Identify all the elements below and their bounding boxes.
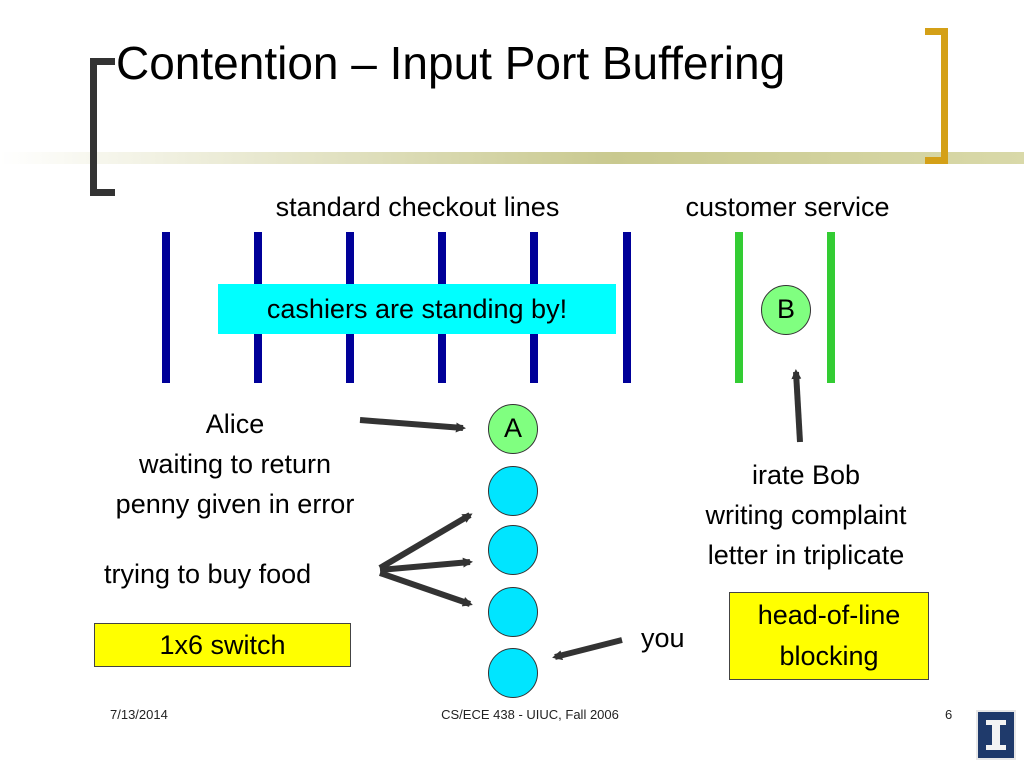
header-customer-service: customer service — [685, 192, 890, 222]
right-bracket-decoration — [925, 28, 948, 164]
queue-circle-1 — [488, 466, 538, 516]
queue-circle-4 — [488, 648, 538, 698]
footer-date: 7/13/2014 — [110, 707, 168, 722]
switch-box: 1x6 switch — [94, 623, 351, 667]
circle-b: B — [761, 285, 811, 335]
arrow-food-3 — [379, 570, 473, 607]
arrow-food-1 — [378, 512, 473, 571]
you-label: you — [641, 623, 685, 653]
left-bracket-decoration — [90, 58, 115, 196]
university-logo — [976, 710, 1016, 760]
arrow-food-2 — [379, 557, 473, 573]
alice-label-line-2: waiting to return — [138, 449, 332, 479]
food-label: trying to buy food — [104, 559, 312, 589]
cashiers-note-box: cashiers are standing by! — [218, 284, 616, 334]
alice-label-line-1: Alice — [205, 409, 265, 439]
hol-box-line-1: head-of-line — [757, 600, 901, 630]
title-underline-bar — [0, 152, 1024, 164]
hol-blocking-box: head-of-line blocking — [729, 592, 929, 680]
alice-label-line-3: penny given in error — [115, 489, 355, 519]
footer-page-number: 6 — [945, 707, 953, 722]
hol-box-line-2: blocking — [779, 641, 879, 671]
arrow-alice — [359, 417, 466, 433]
bob-label-line-1: irate Bob — [751, 460, 861, 490]
arrow-you — [552, 637, 623, 661]
arrow-bob — [791, 369, 803, 443]
footer-course: CS/ECE 438 - UIUC, Fall 2006 — [441, 707, 619, 722]
alice-label: Alice waiting to return penny given in e… — [75, 404, 395, 524]
bob-label-line-3: letter in triplicate — [707, 540, 905, 570]
logo-i-icon — [986, 720, 1006, 750]
header-standard-lines: standard checkout lines — [275, 192, 560, 222]
bob-label: irate Bob writing complaint letter in tr… — [670, 455, 942, 575]
circle-a: A — [488, 404, 538, 454]
bob-label-line-2: writing complaint — [705, 500, 907, 530]
queue-circle-3 — [488, 587, 538, 637]
slide-title: Contention – Input Port Buffering — [116, 37, 786, 89]
queue-circle-2 — [488, 525, 538, 575]
